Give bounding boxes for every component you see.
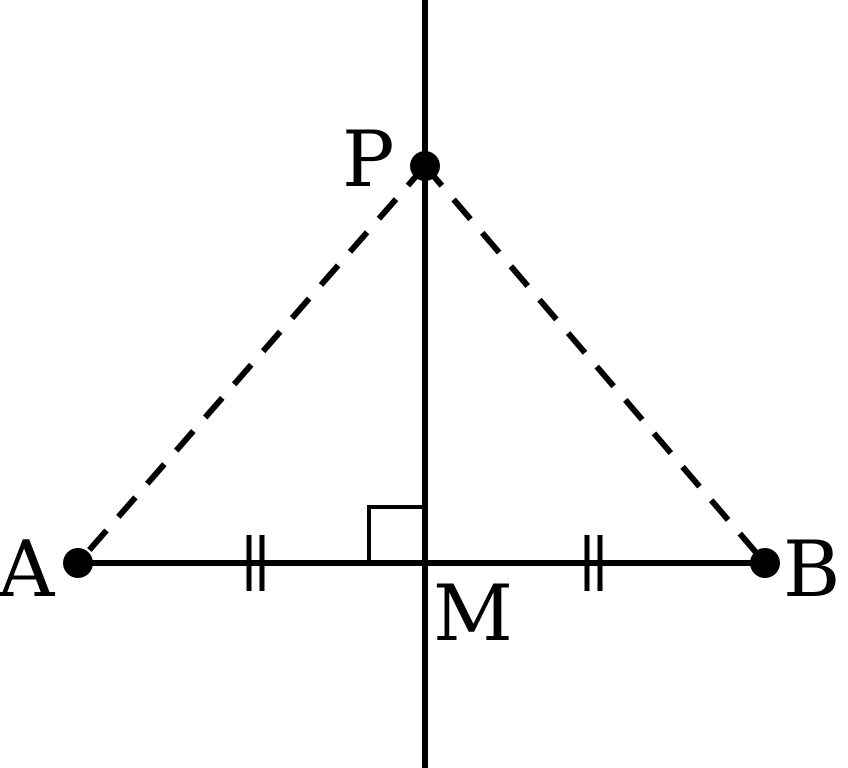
label-b: B	[783, 525, 840, 615]
tick-marks-mb	[584, 535, 603, 591]
segment-pb-dashed	[422, 164, 768, 565]
segment-pa-dashed	[75, 164, 428, 565]
tick-marks-am	[246, 535, 265, 591]
point-a	[63, 548, 93, 578]
right-angle-marker	[367, 505, 425, 563]
label-p: P	[342, 115, 394, 205]
point-p	[410, 151, 440, 181]
label-a: A	[0, 525, 56, 615]
point-b	[750, 548, 780, 578]
label-m: M	[433, 569, 513, 659]
